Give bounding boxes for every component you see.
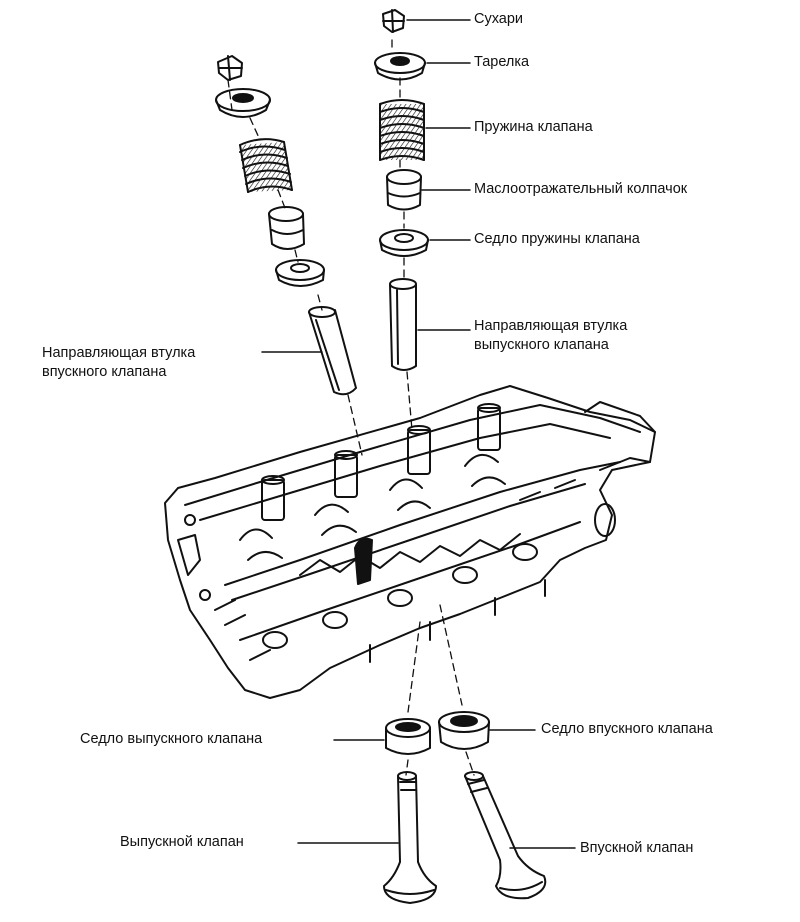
exhaust-oil-seal <box>387 170 421 210</box>
label-retainer: Тарелка <box>474 54 530 70</box>
exhaust-valve-spring <box>380 100 424 160</box>
label-oil-seal: Маслоотражательный колпачок <box>474 181 688 197</box>
label-exhaust-valve-guide-line2: выпускного клапана <box>474 337 609 353</box>
exhaust-keepers <box>383 10 404 32</box>
label-intake-valve-guide-line1: Направляющая втулка <box>42 345 196 361</box>
label-intake-valve-guide-line2: впускного клапана <box>42 364 167 380</box>
label-exhaust-valve-guide-line1: Направляющая втулка <box>474 318 628 334</box>
exhaust-valve-guide <box>390 279 416 370</box>
intake-valve-seat <box>439 712 489 749</box>
label-exhaust-valve-guide: Направляющая втулка выпускного клапана <box>474 317 627 355</box>
intake-valve-guide <box>309 307 356 394</box>
leader-lines <box>261 19 576 849</box>
exhaust-valve-seat <box>386 719 430 754</box>
exhaust-valve <box>384 772 436 903</box>
intake-valve <box>465 772 545 898</box>
intake-spring-seat <box>276 260 324 286</box>
intake-valve-spring <box>240 139 292 192</box>
label-spring-seat: Седло пружины клапана <box>474 231 640 247</box>
label-intake-valve: Впускной клапан <box>580 840 694 856</box>
exhaust-spring-seat <box>380 230 428 256</box>
intake-retainer <box>216 89 270 117</box>
intake-oil-seal <box>269 207 304 249</box>
cylinder-head <box>165 386 655 698</box>
label-intake-valve-seat: Седло впускного клапана <box>541 721 713 737</box>
label-valve-spring: Пружина клапана <box>474 119 593 135</box>
label-intake-valve-guide: Направляющая втулка впускного клапана <box>42 344 195 382</box>
label-exhaust-valve: Выпускной клапан <box>120 834 244 850</box>
exhaust-retainer <box>375 53 425 80</box>
assembly-centerlines <box>227 39 475 776</box>
label-keepers: Сухари <box>474 11 524 27</box>
intake-keepers <box>218 56 242 80</box>
label-exhaust-valve-seat: Седло выпускного клапана <box>80 731 263 747</box>
